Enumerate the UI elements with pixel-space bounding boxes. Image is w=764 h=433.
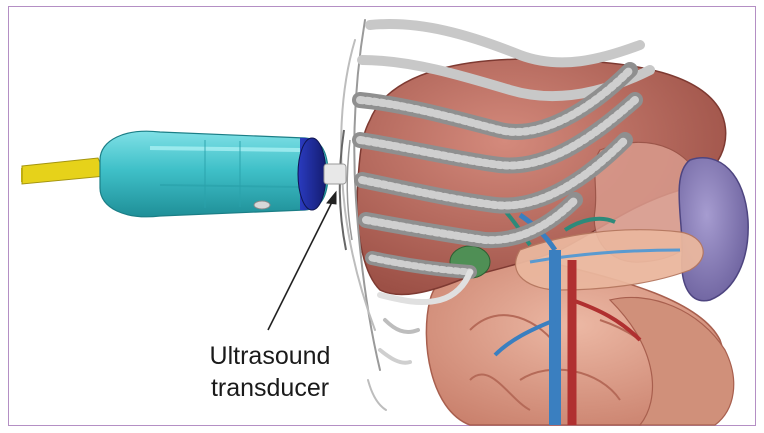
pointer-arrow xyxy=(268,192,336,330)
ultrasound-probe-icon xyxy=(22,131,346,217)
transducer-caption: Ultrasound transducer xyxy=(170,340,370,404)
caption-line-2: transducer xyxy=(170,372,370,404)
spleen xyxy=(679,158,748,301)
caption-line-1: Ultrasound xyxy=(170,340,370,372)
skin-surface xyxy=(340,130,352,250)
